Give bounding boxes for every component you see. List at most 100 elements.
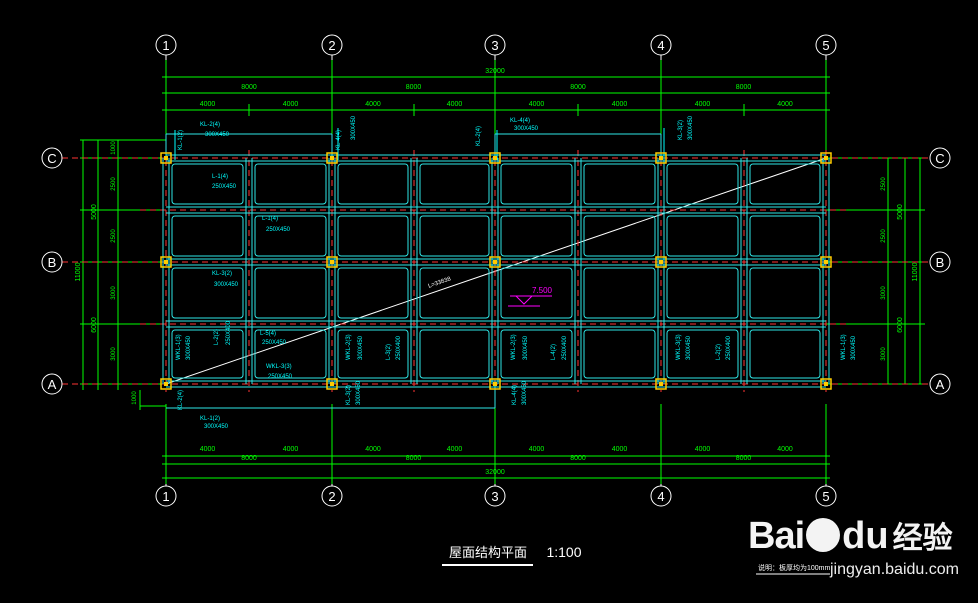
dim-bot-half: 4000 xyxy=(777,446,793,453)
dim-top-bay: 8000 xyxy=(406,84,422,91)
slab-panel xyxy=(171,329,244,379)
beam-label: 300X450 xyxy=(688,115,694,140)
beam-label: 300X450 xyxy=(523,335,529,360)
beam-label: 300X450 xyxy=(186,335,192,360)
slab-panel xyxy=(666,267,739,319)
drawing-note: 说明：板厚均为100mm xyxy=(758,563,831,572)
beam-label: 300X450 xyxy=(522,380,528,405)
dim-top-bay: 8000 xyxy=(736,84,752,91)
dim-left-span: 5000 xyxy=(91,204,98,220)
column-core xyxy=(493,382,497,386)
slab-panel xyxy=(171,163,244,205)
slab-panel xyxy=(419,267,490,319)
slab-panel xyxy=(337,215,409,257)
beam-label: KL-1(2) xyxy=(178,130,184,150)
column xyxy=(326,152,338,164)
beam-label: WKL-2(3) xyxy=(346,334,352,360)
slab-panel xyxy=(500,267,573,319)
dim-top-half: 4000 xyxy=(529,101,545,108)
column-core xyxy=(659,260,663,264)
dim-bottom-overall: 32000 xyxy=(485,469,505,476)
column xyxy=(489,152,501,164)
beam-label: KL-4(4) xyxy=(512,385,518,405)
dim-top-bay: 8000 xyxy=(570,84,586,91)
paw-icon xyxy=(806,518,841,552)
column-core xyxy=(824,260,828,264)
beam-label: KL-3(2) xyxy=(346,385,352,405)
column xyxy=(326,378,338,390)
column xyxy=(489,378,501,390)
baidu-logo-cn: 经验 xyxy=(892,522,953,555)
dim-right-overall: 11000 xyxy=(912,262,919,281)
column-core xyxy=(493,156,497,160)
beam-label: 250X400 xyxy=(226,320,232,345)
column xyxy=(160,256,172,268)
beam-label: 250X400 xyxy=(726,335,732,360)
slab-panel xyxy=(254,163,327,205)
column-core xyxy=(164,260,168,264)
dim-bot-bay: 8000 xyxy=(406,455,422,462)
column xyxy=(820,152,832,164)
dim-top-half: 4000 xyxy=(200,101,216,108)
dim-bot-half: 4000 xyxy=(447,446,463,453)
column xyxy=(655,378,667,390)
axis-bubble-right-C-text: C xyxy=(935,151,944,166)
dim-top-half: 4000 xyxy=(447,101,463,108)
beam-label: WKL-1(3) xyxy=(176,334,182,360)
dim-top-half: 4000 xyxy=(283,101,299,108)
beam-label: 250X400 xyxy=(396,335,402,360)
dim-bot-half: 4000 xyxy=(365,446,381,453)
slab-panel xyxy=(749,163,821,205)
beam-label: KL-3(2) xyxy=(212,271,232,277)
beam-label: KL-3(2) xyxy=(678,120,684,140)
axis-bubble-right-A-text: A xyxy=(936,377,945,392)
slab-panel xyxy=(337,163,409,205)
beam-label: 300X450 xyxy=(351,115,357,140)
slab-panel xyxy=(500,215,573,257)
beam-label: L-3(2) xyxy=(386,344,392,360)
dim-bot-half: 4000 xyxy=(695,446,711,453)
dim-bot-half: 4000 xyxy=(200,446,216,453)
dim-top-half: 4000 xyxy=(612,101,628,108)
slab-panel xyxy=(500,163,573,205)
slab-panel xyxy=(419,329,490,379)
axis-bubble-bottom-4-text: 4 xyxy=(657,489,664,504)
column-core xyxy=(330,382,334,386)
axis-bubble-left-B-text: B xyxy=(48,255,57,270)
slab-panel xyxy=(171,267,244,319)
beam-label: WKL-3(3) xyxy=(676,334,682,360)
beam-label: 300X450 xyxy=(514,126,539,132)
diagonal-line xyxy=(165,157,827,385)
beam-label: 300X450 xyxy=(205,132,230,138)
axis-bubble-top-2-text: 2 xyxy=(328,38,335,53)
axis-bubble-right-A-circle xyxy=(929,373,951,395)
dim-left-seg: 3000 xyxy=(111,286,117,300)
column-core xyxy=(164,382,168,386)
slab-panel xyxy=(337,267,409,319)
axis-bubble-top-1-text: 1 xyxy=(162,38,169,53)
column xyxy=(820,378,832,390)
beam-label: L-2(2) xyxy=(214,329,220,345)
dim-left-seg: 3000 xyxy=(111,347,117,361)
column-core xyxy=(659,382,663,386)
beam-label: L-1(4) xyxy=(262,216,278,222)
slab-panel xyxy=(254,329,327,379)
beam-label: WKL-2(3) xyxy=(511,334,517,360)
beam-label: 250X450 xyxy=(268,374,293,380)
axis-bubble-top-3-text: 3 xyxy=(491,38,498,53)
dim-left-seg: 1000 xyxy=(111,141,117,155)
axis-bubble-top-5-text: 5 xyxy=(822,38,829,53)
column xyxy=(326,256,338,268)
beam-label: 300X450 xyxy=(851,335,857,360)
dim-left-seg: 2500 xyxy=(111,229,117,243)
slab-panel xyxy=(583,215,656,257)
beam-label: KL-4(4) xyxy=(336,130,342,150)
axis-bubble-right-C-circle xyxy=(929,147,951,169)
column-core xyxy=(824,156,828,160)
slab-panel xyxy=(419,215,490,257)
beam-label: L-5(4) xyxy=(260,331,276,337)
dim-left-span: 6000 xyxy=(91,317,98,333)
axis-bubble-bottom-3-text: 3 xyxy=(491,489,498,504)
dim-left-seg: 2500 xyxy=(111,177,117,191)
